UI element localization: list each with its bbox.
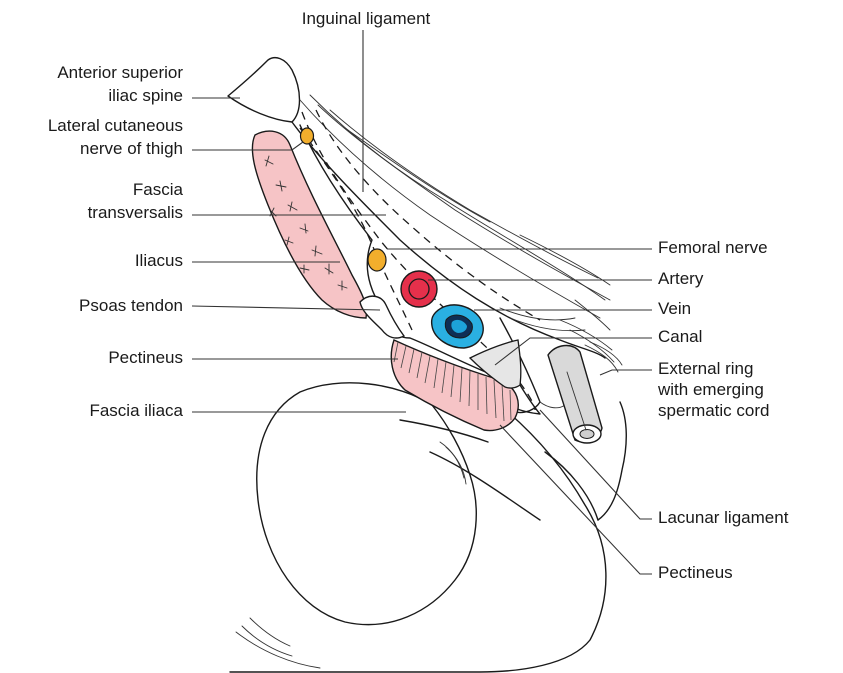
label-asis: iliac spine — [108, 86, 183, 105]
leader-external-ring — [600, 370, 652, 375]
label-artery: Artery — [658, 269, 704, 288]
label-lcn: Lateral cutaneous — [48, 116, 183, 135]
label-lcn: nerve of thigh — [80, 139, 183, 158]
label-fascia-iliaca: Fascia iliaca — [89, 401, 183, 420]
label-external-ring: with emerging — [657, 380, 764, 399]
femoral-nerve — [368, 249, 386, 271]
vein — [432, 305, 483, 348]
label-inguinal-ligament: Inguinal ligament — [302, 9, 431, 28]
label-pectineus-right: Pectineus — [658, 563, 733, 582]
spermatic-cord — [548, 346, 602, 443]
iliacus-muscle — [252, 131, 366, 318]
label-iliacus: Iliacus — [135, 251, 183, 270]
label-pectineus-left: Pectineus — [108, 348, 183, 367]
label-canal: Canal — [658, 327, 702, 346]
label-psoas-tendon: Psoas tendon — [79, 296, 183, 315]
label-fascia-transversalis: Fascia — [133, 180, 184, 199]
label-femoral-nerve: Femoral nerve — [658, 238, 768, 257]
leader-pectineus-right — [500, 425, 652, 574]
label-external-ring: spermatic cord — [658, 401, 769, 420]
lateral-cutaneous-nerve — [301, 128, 314, 144]
artery — [401, 271, 437, 307]
label-external-ring: External ring — [658, 359, 753, 378]
label-lacunar-ligament: Lacunar ligament — [658, 508, 789, 527]
label-asis: Anterior superior — [57, 63, 183, 82]
label-vein: Vein — [658, 299, 691, 318]
label-fascia-transversalis: transversalis — [88, 203, 183, 222]
